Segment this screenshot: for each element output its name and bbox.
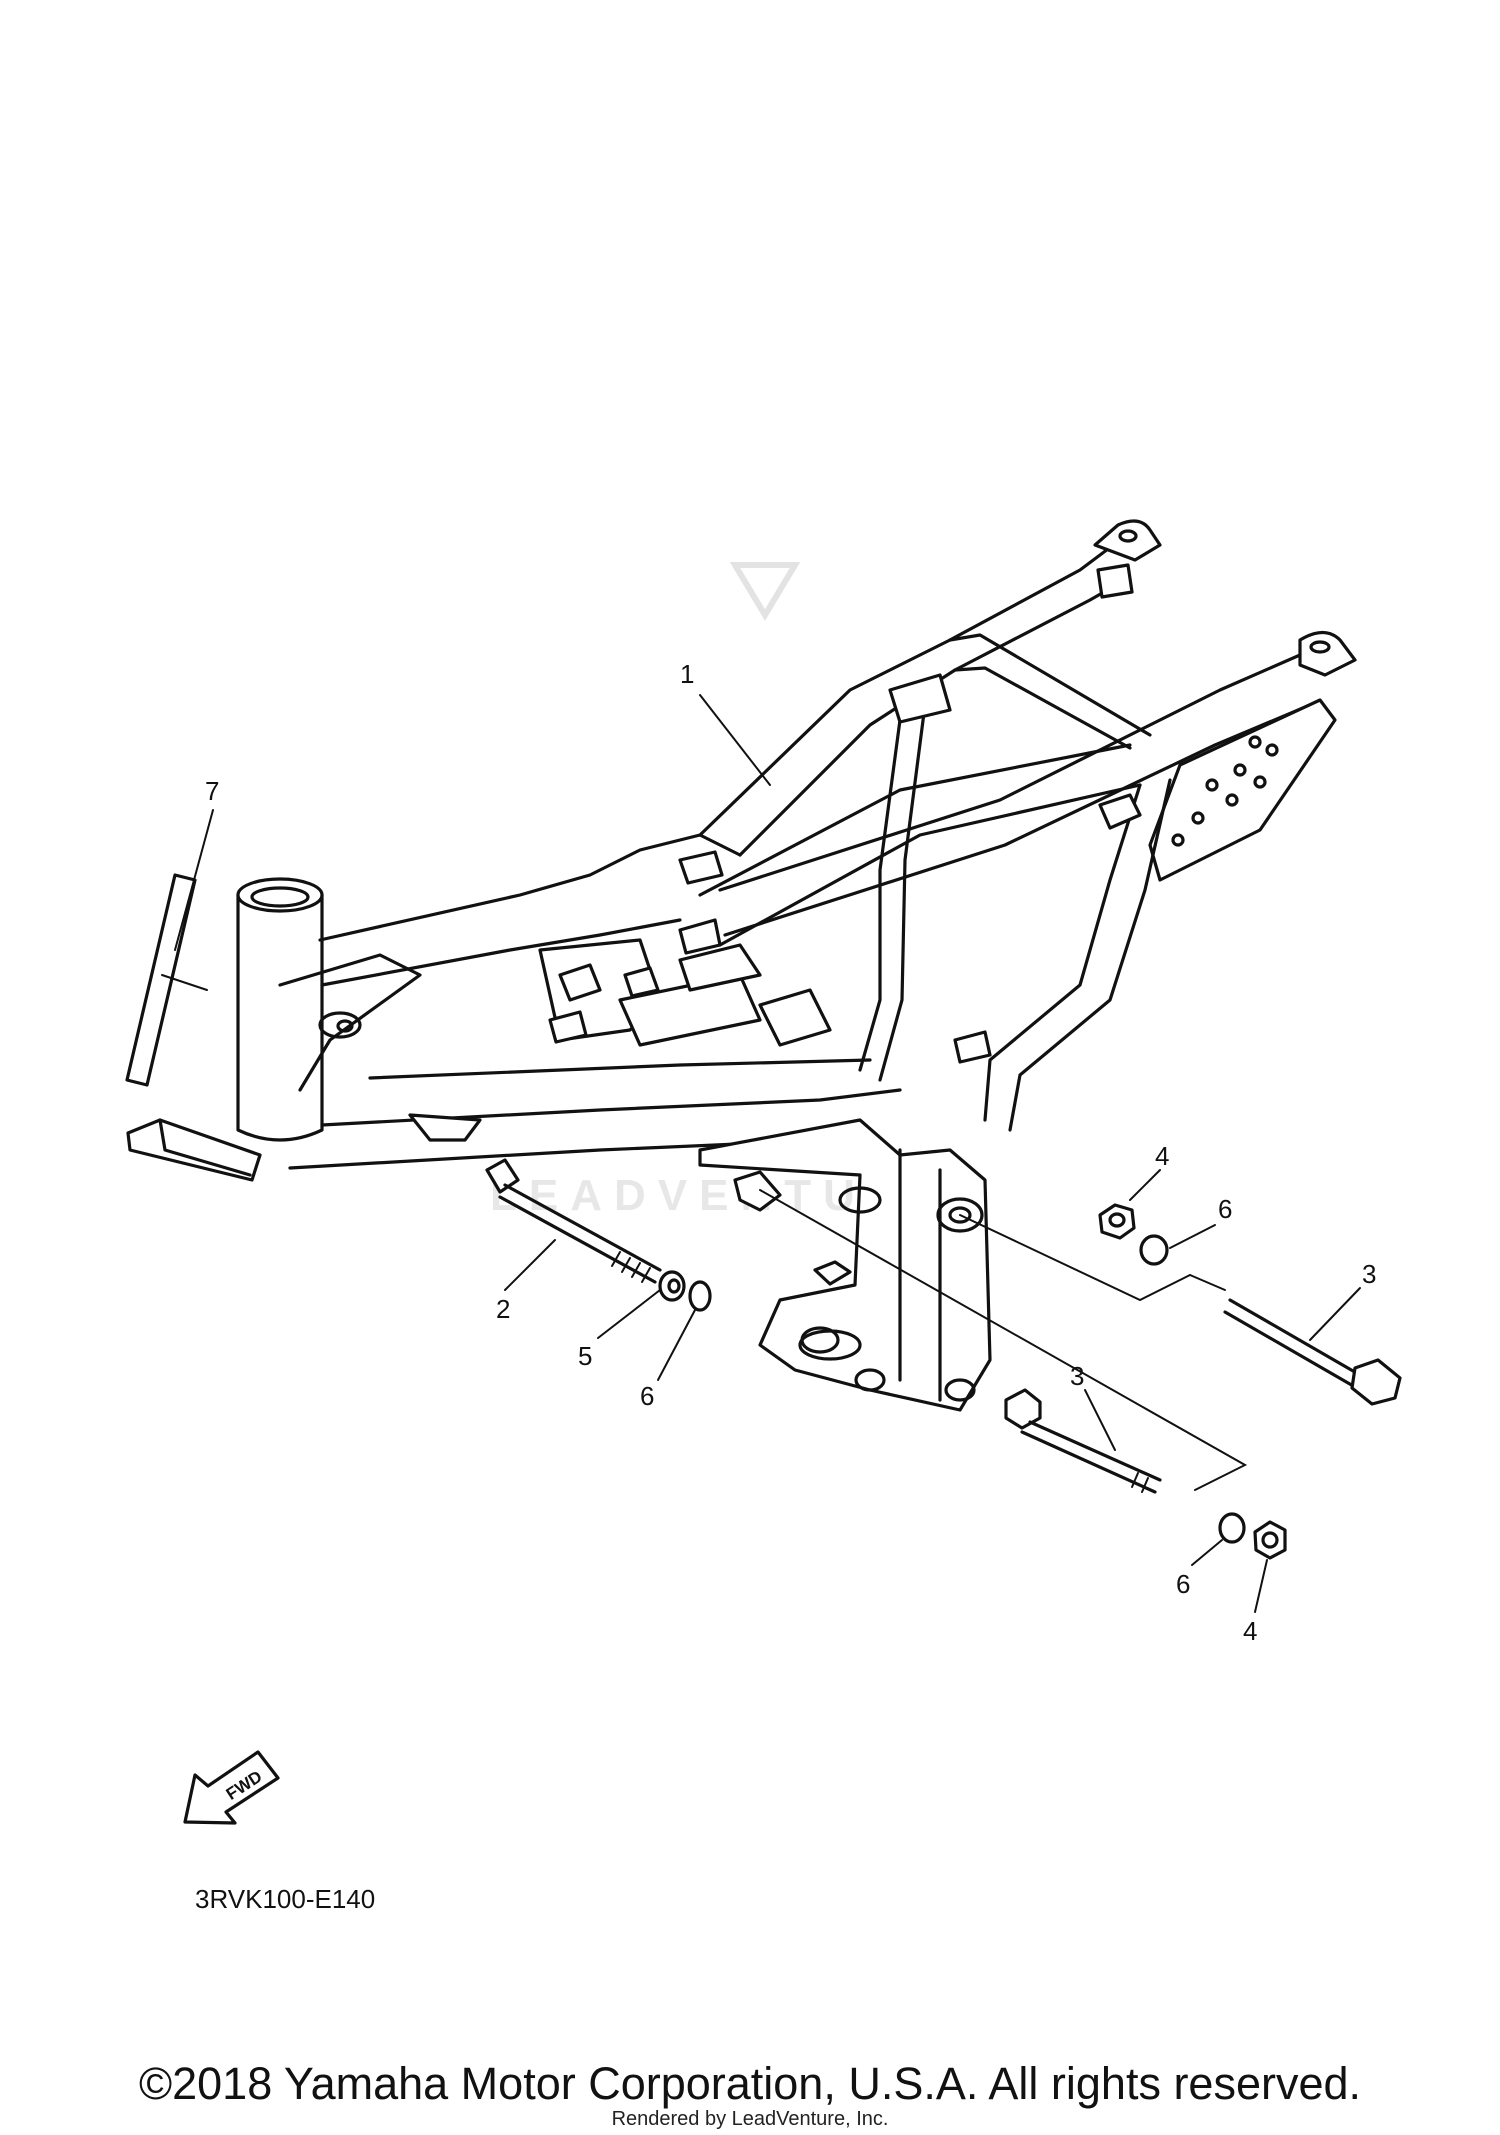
washer-5	[658, 1270, 686, 1302]
callout-1: 1	[680, 659, 694, 689]
watermark: LEADVENTURE	[490, 562, 940, 1220]
callout-3-upper: 3	[1362, 1259, 1376, 1289]
frame-label-plate	[125, 873, 197, 1087]
callout-4-upper: 4	[1155, 1141, 1169, 1171]
washer-6-upper	[1139, 1234, 1169, 1266]
callout-4-lower: 4	[1243, 1616, 1257, 1646]
callout-6-left: 6	[640, 1381, 654, 1411]
washer-6-lower	[1218, 1512, 1246, 1544]
main-frame	[126, 519, 1357, 1412]
nut-4-upper	[1098, 1203, 1136, 1240]
callout-5: 5	[578, 1341, 592, 1371]
callout-7: 7	[205, 776, 219, 806]
callout-3-lower: 3	[1070, 1361, 1084, 1391]
callout-numbers: 1 2 3 3 4 4 5 6 6 6 7	[205, 659, 1376, 1646]
callout-6-upper: 6	[1218, 1194, 1232, 1224]
bolt-2	[485, 1158, 662, 1284]
callout-6-lower: 6	[1176, 1569, 1190, 1599]
drawing-code: 3RVK100-E140	[195, 1884, 376, 1914]
leader-lines	[161, 694, 1361, 1613]
bolt-3-upper	[1223, 1298, 1402, 1406]
fwd-arrow-icon: FWD	[183, 1750, 280, 1825]
copyright-text: ©2018 Yamaha Motor Corporation, U.S.A. A…	[138, 2058, 1362, 2109]
rendered-by-text: Rendered by LeadVenture, Inc.	[611, 2108, 889, 2130]
callout-2: 2	[496, 1294, 510, 1324]
bolt-3-lower	[1004, 1388, 1162, 1494]
washer-6-left	[688, 1280, 712, 1312]
nut-4-lower	[1253, 1520, 1287, 1560]
assembly-guide-lines	[759, 1189, 1248, 1491]
